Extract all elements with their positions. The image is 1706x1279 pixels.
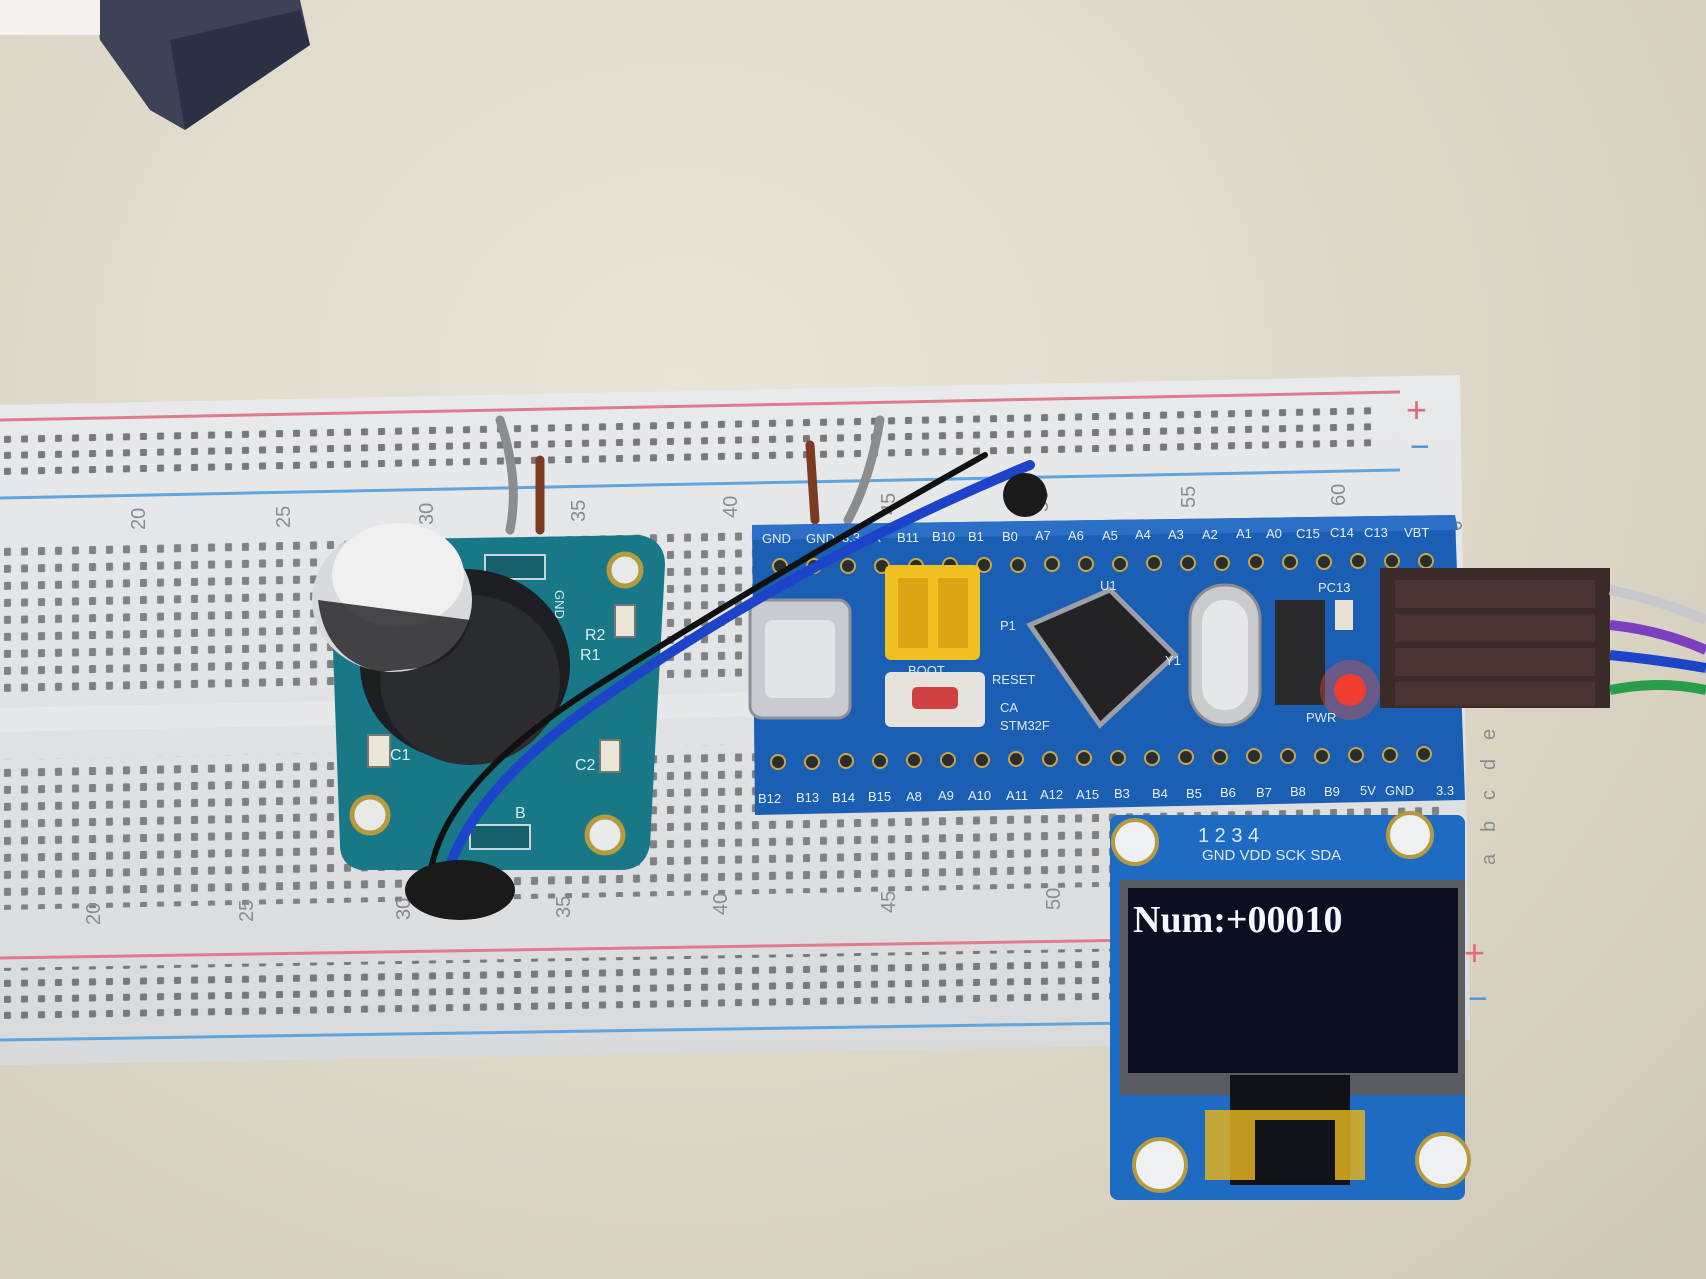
row-letter: a: [1478, 853, 1500, 865]
pin-label-bottom: A8: [906, 789, 922, 804]
pin-label-bottom: GND: [1385, 783, 1414, 798]
board-label-p1: P1: [1000, 618, 1016, 633]
top-column-numbers: 20 25 30 35 40 45 50 55 60: [128, 484, 1350, 530]
col-num-bottom: 45: [878, 891, 900, 913]
pin-label-top: A3: [1168, 527, 1184, 542]
col-num-top: 60: [1328, 484, 1350, 506]
col-num-top: 35: [568, 500, 590, 522]
pin-label-top: C13: [1364, 525, 1388, 540]
board-label-reset: RESET: [992, 672, 1035, 687]
col-num-bottom: 50: [1043, 888, 1065, 910]
pin-label-bottom: B7: [1256, 785, 1272, 800]
row-letter: e: [1478, 729, 1500, 740]
wires-over-board: [405, 452, 1047, 920]
pin-label-bottom: B5: [1186, 786, 1202, 801]
pin-label-bottom: 5V: [1360, 783, 1376, 798]
pin-label-top: B0: [1002, 529, 1018, 544]
pin-label-top: B11: [897, 530, 919, 545]
pin-label-bottom: B9: [1324, 784, 1340, 799]
pin-label-bottom: 3.3: [1436, 783, 1454, 798]
mcu-top-pin-labels: GND GND 3.3 R B11 B10 B1 B0 A7 A6 A5 A4 …: [762, 525, 1429, 546]
dupont-connector: [1380, 568, 1706, 708]
col-num-bottom: 40: [710, 893, 732, 915]
board-label-chip: STM32F: [1000, 718, 1050, 733]
oled-pin-labels: GND VDD SCK SDA: [1202, 847, 1341, 864]
pin-label-top: A2: [1202, 527, 1218, 542]
pin-label-top: C15: [1296, 526, 1320, 541]
bottom-column-numbers: 20 25 30 35 40 45 50: [83, 888, 1065, 925]
col-num-top: 20: [128, 508, 150, 530]
pin-label-top: C14: [1330, 525, 1354, 540]
board-label-pwr: PWR: [1306, 710, 1336, 725]
encoder-label-r1: R1: [580, 647, 601, 664]
pin-label-top: A1: [1236, 526, 1252, 541]
pin-label-bottom: B8: [1290, 784, 1306, 799]
jumper-wires-top: [495, 415, 885, 535]
pin-label-bottom: B12: [758, 791, 781, 806]
rail-symbols: + +: [1406, 389, 1485, 973]
board-label-boot: BOOT: [908, 663, 945, 678]
rail-minus-symbols: − −: [1410, 428, 1488, 1018]
pin-label-top: A0: [1266, 526, 1282, 541]
pin-label-top: A5: [1102, 528, 1118, 543]
mcu-bottom-pin-labels: B12 B13 B14 B15 A8 A9 A10 A11 A12 A15 B3…: [758, 783, 1454, 806]
pin-label-bottom: B14: [832, 790, 855, 805]
pin-label-top: GND: [762, 531, 791, 546]
pin-label-bottom: B3: [1114, 786, 1130, 801]
board-label-y1: Y1: [1165, 653, 1181, 668]
col-num-top: 40: [720, 496, 742, 518]
pin-label-bottom: A15: [1076, 787, 1099, 802]
pin-label-top: B10: [932, 529, 955, 544]
pin-label-bottom: A11: [1006, 788, 1028, 803]
pin-label-bottom: B13: [796, 790, 819, 805]
pin-label-top: A4: [1135, 527, 1151, 542]
board-label-u1: U1: [1100, 578, 1117, 593]
col-num-top: 25: [273, 506, 295, 528]
pin-label-top: A7: [1035, 528, 1051, 543]
oled-module: 1 2 3 4 GND VDD SCK SDA: [1110, 811, 1471, 1200]
rail-plus-top: +: [1406, 389, 1427, 430]
pin-label-bottom: B15: [868, 789, 891, 804]
pin-label-top: A6: [1068, 528, 1084, 543]
row-letter: d: [1478, 759, 1500, 770]
col-num-bottom: 25: [236, 900, 258, 922]
oled-pin-numbers: 1 2 3 4: [1198, 825, 1259, 847]
pin-label-top: B1: [968, 529, 984, 544]
pin-label-top: VBT: [1404, 525, 1429, 540]
encoder-knob: [312, 523, 570, 765]
rail-plus-bottom: +: [1464, 932, 1485, 973]
rail-minus-top: −: [1410, 428, 1430, 466]
col-num-bottom: 35: [553, 896, 575, 918]
col-num-bottom: 30: [393, 898, 415, 920]
pin-label-bottom: A12: [1040, 787, 1063, 802]
encoder-pin-label: GND: [552, 590, 567, 619]
pin-label-bottom: B6: [1220, 785, 1236, 800]
encoder-label-b: B: [515, 805, 526, 822]
grey-block: [0, 0, 310, 130]
encoder-label-r2: R2: [585, 627, 606, 644]
rail-minus-bottom: −: [1468, 980, 1488, 1018]
mcu-board: BOOT RESET CA STM32F PC13 PWR P1 U1 Y1: [748, 515, 1465, 815]
row-letter: c: [1478, 790, 1500, 800]
row-letter: b: [1478, 821, 1500, 832]
encoder-label-c2: C2: [575, 757, 596, 774]
col-num-bottom: 20: [83, 903, 105, 925]
pin-label-bottom: A10: [968, 788, 991, 803]
encoder-label-c1: C1: [390, 747, 411, 764]
pin-label-bottom: A9: [938, 788, 954, 803]
pin-label-bottom: B4: [1152, 786, 1168, 801]
oled-display-text: Num:+00010: [1133, 899, 1343, 941]
col-num-top: 55: [1178, 486, 1200, 508]
board-label-ca: CA: [1000, 700, 1018, 715]
col-num-top: 30: [416, 503, 438, 525]
board-label-pc13: PC13: [1318, 580, 1351, 595]
